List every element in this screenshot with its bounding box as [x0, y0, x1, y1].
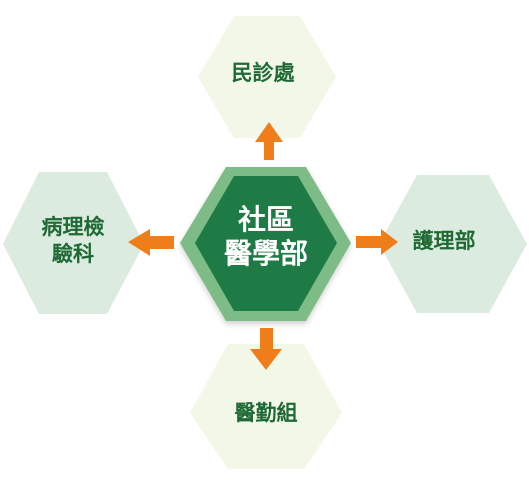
center-line-2: 醫學部 [223, 237, 308, 271]
top-hexagon [198, 16, 336, 138]
arrow-down-icon [250, 328, 282, 370]
arrow-left-icon [128, 229, 174, 256]
left-hexagon [3, 172, 144, 314]
center-hexagon-inner [195, 176, 337, 311]
bottom-department-label: 醫勤組 [234, 401, 298, 425]
left-department-label: 病理檢 驗科 [26, 214, 120, 268]
arrow-right-icon [356, 229, 398, 255]
right-department-label: 護理部 [412, 229, 476, 253]
left-line-2: 驗科 [52, 241, 94, 266]
bottom-hexagon [190, 344, 342, 469]
arrow-up-icon [255, 122, 283, 160]
right-hexagon [379, 175, 527, 313]
top-department-label: 民診處 [231, 61, 295, 85]
center-line-1: 社區 [237, 203, 294, 236]
center-department-label: 社區 醫學部 [185, 203, 347, 271]
left-line-1: 病理檢 [41, 215, 105, 239]
